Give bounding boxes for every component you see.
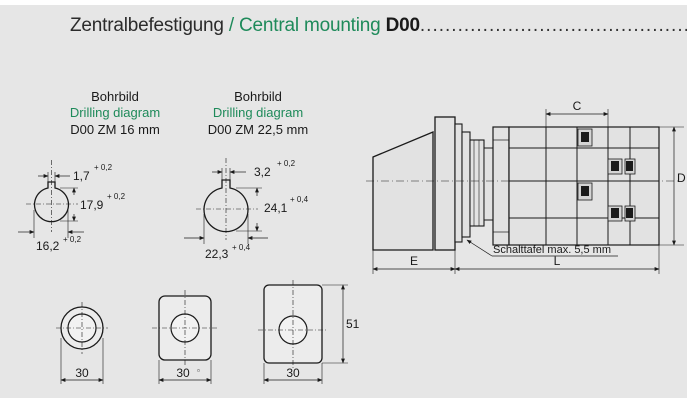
dim-square-width: 30 xyxy=(176,366,190,380)
drill-left-label-de: Bohrbild xyxy=(91,89,139,104)
dim-e: E xyxy=(410,254,418,268)
dim-key-16-tol: + 0,2 xyxy=(94,163,113,172)
switch-body xyxy=(492,126,510,246)
dim-width-22: 22,3 xyxy=(205,247,229,261)
top-border xyxy=(0,0,687,5)
front-plate xyxy=(434,116,456,251)
header-title-de: Zentralbefestigung xyxy=(70,15,224,36)
header-separator: / xyxy=(223,15,240,36)
dim-round-width: 30 xyxy=(75,366,89,380)
front-view-rectangular: 30 51 xyxy=(258,280,360,384)
page-header: Zentralbefestigung / Central mounting D0… xyxy=(70,15,687,37)
dim-height-16-tol: + 0,2 xyxy=(107,192,126,201)
panel xyxy=(461,131,471,238)
dim-height-22-tol: + 0,4 xyxy=(290,195,309,204)
dim-key-22-tol: + 0,2 xyxy=(277,159,296,168)
drill-pattern-16mm: Bohrbild Drilling diagram D00 ZM 16 mm 1… xyxy=(18,89,160,253)
knob xyxy=(372,131,434,251)
drill-hole-22mm xyxy=(203,179,249,233)
side-view-switch: C D E L Schalttafel max. 5,5 mm xyxy=(366,99,686,274)
dim-width-16-tol: + 0,2 xyxy=(63,235,82,244)
drill-pattern-22mm: Bohrbild Drilling diagram D00 ZM 22,5 mm… xyxy=(184,89,309,261)
front-view-round: 30 xyxy=(56,302,108,384)
drill-left-label-en: Drilling diagram xyxy=(70,105,160,120)
header-title-en: Central mounting xyxy=(239,15,381,36)
panel-thickness-note: Schalttafel max. 5,5 mm xyxy=(493,244,611,256)
front-view-square: 30 ▫ xyxy=(152,290,218,384)
dim-height-22: 24,1 xyxy=(264,201,288,215)
dim-square-mark: ▫ xyxy=(197,366,200,375)
dim-rect-height: 51 xyxy=(346,317,360,331)
dim-height-16: 17,9 xyxy=(80,198,104,212)
drill-right-label-de: Bohrbild xyxy=(234,89,282,104)
drill-right-label-en: Drilling diagram xyxy=(213,105,303,120)
drill-right-model: D00 ZM 22,5 mm xyxy=(208,122,308,137)
mounting-nut xyxy=(469,139,485,227)
dim-width-16: 16,2 xyxy=(36,239,60,253)
dim-d: D xyxy=(677,171,686,185)
dim-width-22-tol: + 0,4 xyxy=(232,243,251,252)
dim-rect-width: 30 xyxy=(286,366,300,380)
drill-hole-16mm xyxy=(33,181,70,223)
terminal-screws xyxy=(577,128,636,222)
bottom-border xyxy=(0,398,687,405)
dim-key-16: 1,7 xyxy=(73,169,90,183)
dim-key-22: 3,2 xyxy=(254,165,271,179)
drill-left-model: D00 ZM 16 mm xyxy=(70,122,160,137)
dim-l: L xyxy=(554,254,561,268)
header-leader-dots: ........................................… xyxy=(419,15,687,36)
header-code: D00 xyxy=(385,15,420,36)
dim-c: C xyxy=(573,99,582,113)
